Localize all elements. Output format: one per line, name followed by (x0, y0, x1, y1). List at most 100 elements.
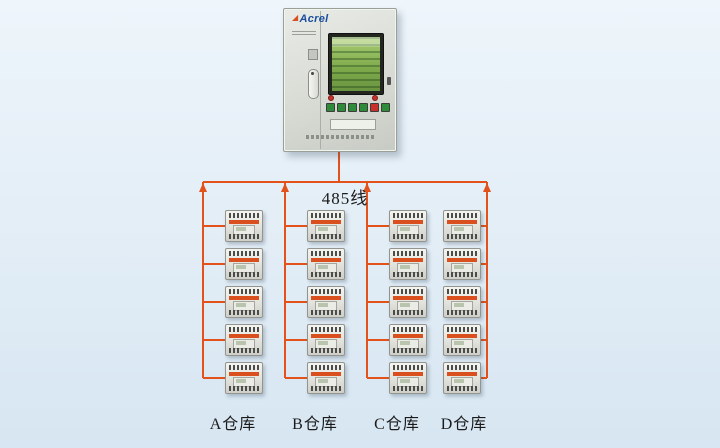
terminal-row-top-icon (447, 213, 477, 218)
device-accent-stripe (229, 296, 259, 300)
meter-device (443, 210, 481, 242)
meter-device (225, 362, 263, 394)
meter-device (389, 210, 427, 242)
device-accent-stripe (229, 258, 259, 262)
logo-mark-icon: ◢ (292, 13, 299, 22)
terminal-row-top-icon (229, 327, 259, 332)
terminal-row-bottom-icon (393, 272, 423, 277)
terminal-row-bottom-icon (393, 348, 423, 353)
meter-device (443, 324, 481, 356)
terminal-row-bottom-icon (311, 348, 341, 353)
door-lock-icon (387, 77, 391, 85)
device-accent-stripe (229, 220, 259, 224)
panel-button (370, 103, 379, 112)
terminal-row-bottom-icon (447, 272, 477, 277)
column-label-c: C仓库 (374, 416, 420, 433)
terminal-row-bottom-icon (393, 386, 423, 391)
terminal-row-bottom-icon (311, 234, 341, 239)
meter-device (307, 210, 345, 242)
device-accent-stripe (447, 258, 477, 262)
meter-device (307, 362, 345, 394)
panel-button (348, 103, 357, 112)
meter-device (389, 362, 427, 394)
column-label-b: B仓库 (292, 416, 338, 433)
arrow-up-b (281, 183, 289, 192)
panel-button (326, 103, 335, 112)
brand-text: Acrel (299, 13, 329, 25)
terminal-row-bottom-icon (229, 272, 259, 277)
terminal-row-top-icon (393, 327, 423, 332)
meter-device (443, 248, 481, 280)
terminal-row-top-icon (229, 365, 259, 370)
meter-device (389, 324, 427, 356)
terminal-row-top-icon (311, 327, 341, 332)
meter-device (225, 210, 263, 242)
terminal-row-top-icon (447, 251, 477, 256)
device-accent-stripe (311, 258, 341, 262)
device-accent-stripe (311, 220, 341, 224)
terminal-row-top-icon (229, 213, 259, 218)
meter-device (225, 324, 263, 356)
fine-print-line (306, 135, 376, 139)
terminal-row-top-icon (311, 365, 341, 370)
meter-device (443, 362, 481, 394)
terminal-row-bottom-icon (447, 348, 477, 353)
terminal-row-top-icon (311, 251, 341, 256)
device-accent-stripe (393, 258, 423, 262)
terminal-row-bottom-icon (393, 310, 423, 315)
terminal-row-bottom-icon (229, 310, 259, 315)
meter-device (225, 286, 263, 318)
terminal-row-top-icon (447, 327, 477, 332)
bus-label-485: 485线 (321, 189, 369, 208)
meter-device (307, 248, 345, 280)
terminal-row-bottom-icon (311, 386, 341, 391)
terminal-row-bottom-icon (447, 310, 477, 315)
column-label-d: D仓库 (440, 416, 488, 433)
terminal-row-bottom-icon (447, 386, 477, 391)
terminal-row-top-icon (393, 251, 423, 256)
device-accent-stripe (311, 334, 341, 338)
device-accent-stripe (311, 296, 341, 300)
terminal-row-bottom-icon (311, 310, 341, 315)
meter-device (389, 286, 427, 318)
terminal-row-bottom-icon (447, 234, 477, 239)
indicator-led-right (372, 95, 378, 101)
device-accent-stripe (393, 334, 423, 338)
side-module-icon (308, 49, 318, 60)
meter-device (443, 286, 481, 318)
terminal-row-bottom-icon (229, 348, 259, 353)
arrow-up-c (363, 183, 371, 192)
terminal-row-bottom-icon (229, 386, 259, 391)
terminal-row-top-icon (229, 251, 259, 256)
device-accent-stripe (447, 296, 477, 300)
device-accent-stripe (393, 372, 423, 376)
terminal-row-bottom-icon (229, 234, 259, 239)
acrel-logo: ◢Acrel (292, 13, 328, 25)
terminal-row-bottom-icon (393, 234, 423, 239)
column-label-a: A仓库 (209, 416, 257, 433)
meter-device (307, 286, 345, 318)
lcd-screen-bezel (328, 33, 384, 95)
lcd-screen (332, 37, 380, 91)
arrow-up-d (483, 183, 491, 192)
meter-device (225, 248, 263, 280)
terminal-row-bottom-icon (311, 272, 341, 277)
terminal-row-top-icon (393, 213, 423, 218)
terminal-row-top-icon (311, 289, 341, 294)
arrow-up-a (199, 183, 207, 192)
meter-device (389, 248, 427, 280)
device-accent-stripe (447, 334, 477, 338)
indicator-led-left (328, 95, 334, 101)
device-accent-stripe (229, 372, 259, 376)
cabinet-door-seam (320, 11, 321, 149)
device-accent-stripe (229, 334, 259, 338)
panel-button (359, 103, 368, 112)
sensor-probe-icon (308, 69, 319, 99)
vent-grille-icon (292, 31, 316, 37)
terminal-row-top-icon (447, 365, 477, 370)
panel-button (381, 103, 390, 112)
device-accent-stripe (393, 220, 423, 224)
control-cabinet: ◢Acrel (283, 8, 397, 152)
device-accent-stripe (393, 296, 423, 300)
